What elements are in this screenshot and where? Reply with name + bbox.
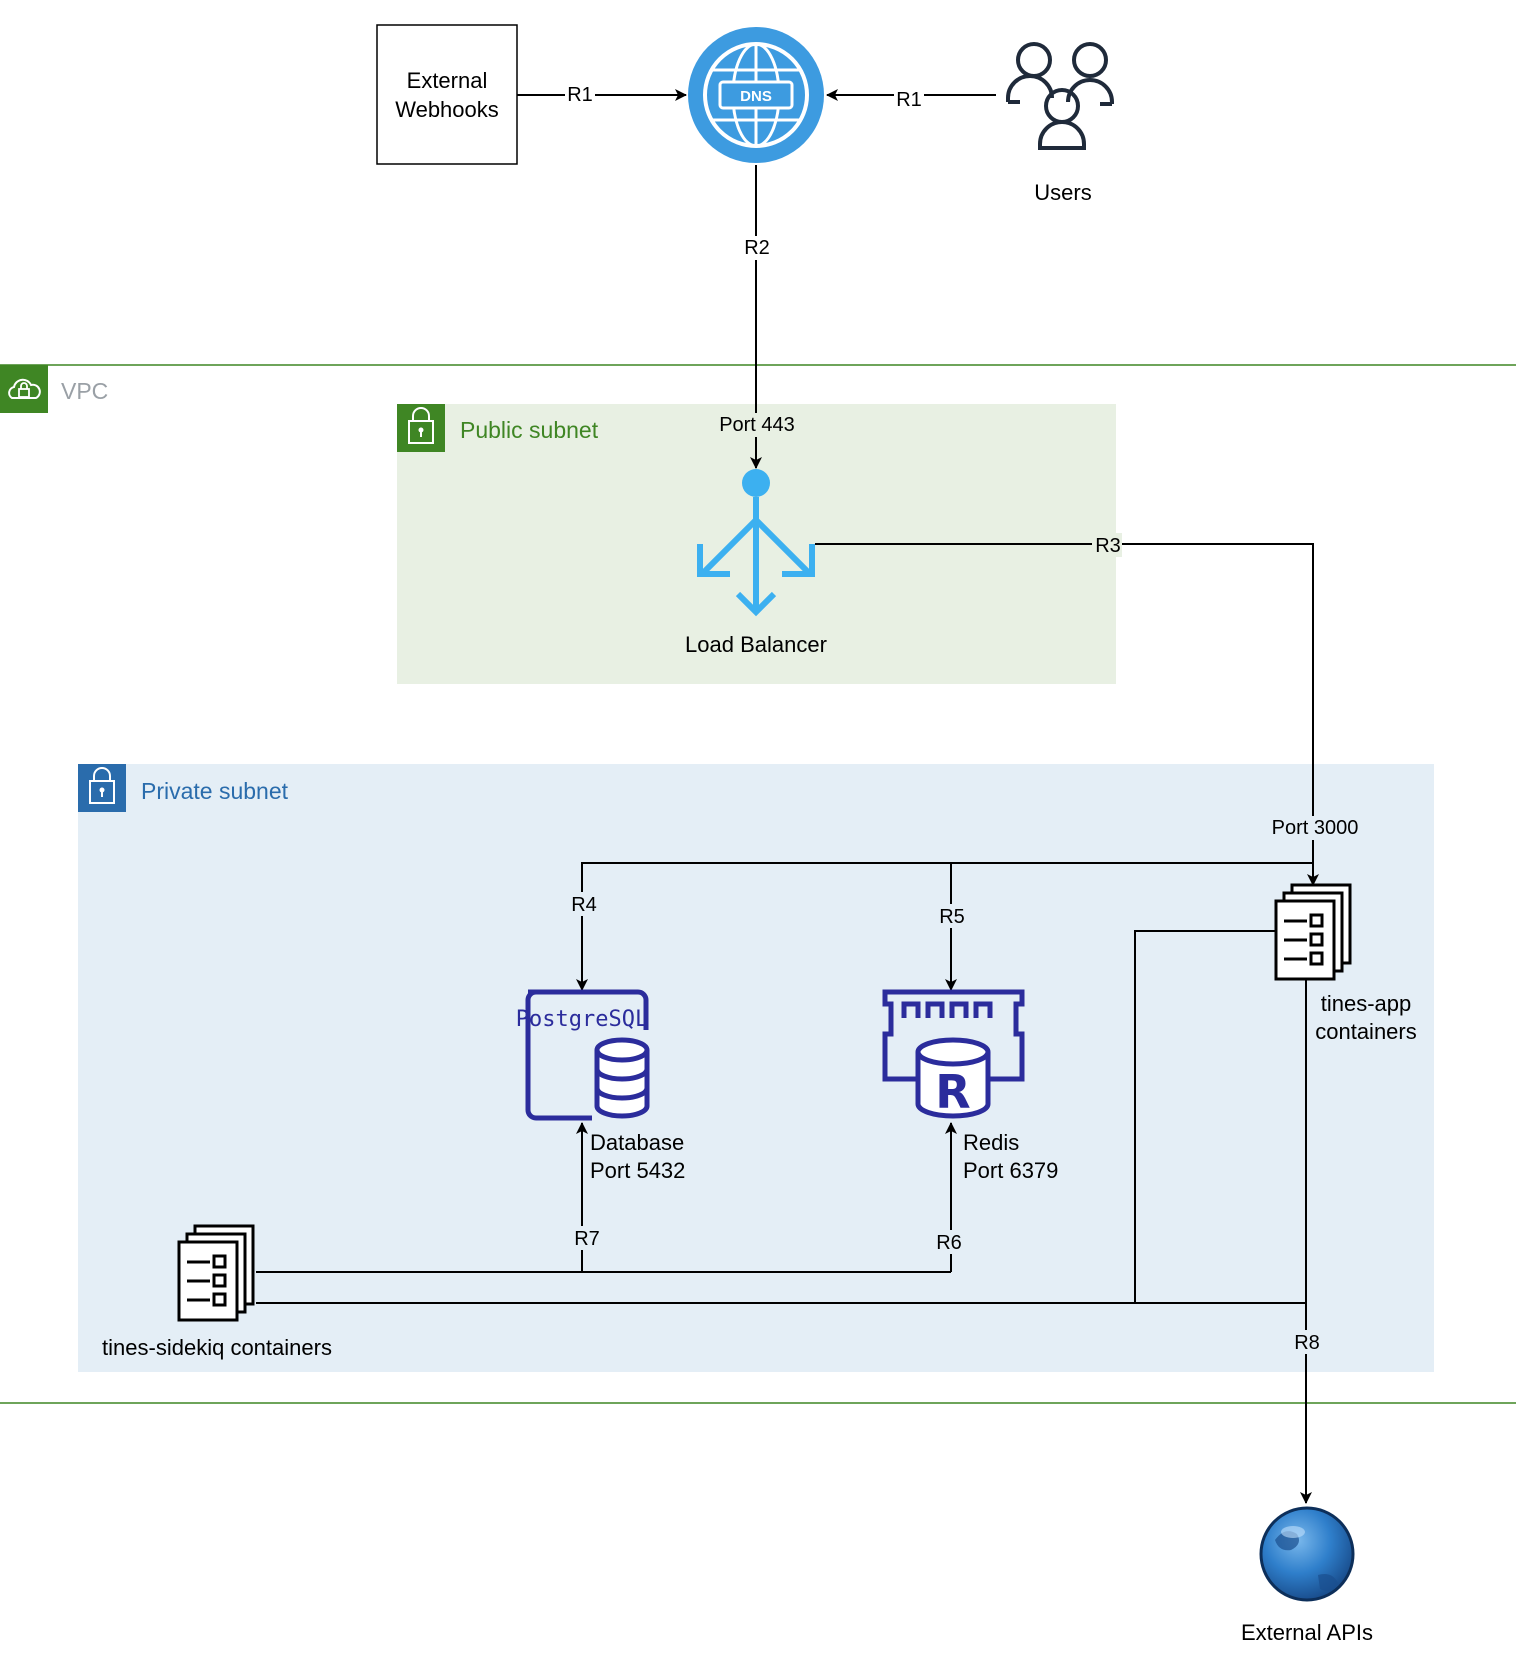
- edge-label-r1-webhooks: R1: [567, 84, 593, 106]
- load-balancer-label: Load Balancer: [685, 632, 827, 657]
- postgresql-icon: PostgreSQL: [516, 989, 650, 1121]
- tines-app-label-line1: tines-app: [1321, 991, 1412, 1016]
- edge-r4: [576, 862, 1313, 991]
- edge-app-branch: [1134, 930, 1276, 1303]
- external-webhooks-label-line2: Webhooks: [395, 97, 499, 122]
- external-apis-globe-icon: [1259, 1506, 1355, 1602]
- edge-label-r2: R2: [744, 237, 770, 259]
- database-label-line2: Port 5432: [590, 1158, 685, 1183]
- edge-label-r3: R3: [1095, 535, 1121, 557]
- edge-label-r7: R7: [574, 1228, 600, 1250]
- database-label-line1: Database: [590, 1130, 684, 1155]
- users-label: Users: [1034, 180, 1091, 205]
- external-webhooks-node: External Webhooks: [376, 24, 518, 165]
- tines-app-label-line2: containers: [1315, 1019, 1417, 1044]
- dns-globe-icon: DNS: [688, 27, 824, 163]
- postgresql-logo-text: PostgreSQL: [516, 1007, 648, 1032]
- tines-sidekiq-container-stack-icon: [177, 1224, 255, 1322]
- redis-icon: R: [882, 989, 1025, 1119]
- private-subnet-padlock-icon: [78, 764, 126, 812]
- edge-label-r4: R4: [571, 894, 597, 916]
- redis-label-line2: Port 6379: [963, 1158, 1058, 1183]
- public-subnet-label: Public subnet: [460, 417, 599, 443]
- redis-label-line1: Redis: [963, 1130, 1019, 1155]
- edge-label-r8: R8: [1294, 1332, 1320, 1354]
- edge-label-r6: R6: [936, 1232, 962, 1254]
- edge-r3: [815, 543, 1319, 886]
- vpc-group: VPC: [0, 364, 1516, 1404]
- tines-app-container-stack-icon: [1274, 883, 1352, 981]
- tines-sidekiq-label: tines-sidekiq containers: [102, 1335, 332, 1360]
- dns-badge-text: DNS: [740, 88, 772, 105]
- edge-label-r1-users: R1: [896, 89, 922, 111]
- edge-label-port-3000: Port 3000: [1272, 817, 1359, 839]
- edge-labels: R1 R1 R2 Port 443 R3 Port 3000 R4 R5 R7 …: [565, 82, 1363, 1354]
- vpc-label: VPC: [61, 378, 108, 404]
- external-webhooks-label-line1: External: [407, 68, 488, 93]
- edge-label-port-443: Port 443: [719, 414, 795, 436]
- users-group-icon: [1006, 42, 1114, 150]
- public-subnet-padlock-icon: [397, 404, 445, 452]
- edge-label-r5: R5: [939, 906, 965, 928]
- vpc-cloud-lock-icon: [0, 365, 48, 413]
- private-subnet: Private subnet: [78, 764, 1434, 1372]
- external-apis-label: External APIs: [1241, 1620, 1373, 1645]
- load-balancer-icon: [697, 469, 815, 617]
- private-subnet-label: Private subnet: [141, 778, 289, 804]
- redis-logo-letter: R: [935, 1065, 970, 1119]
